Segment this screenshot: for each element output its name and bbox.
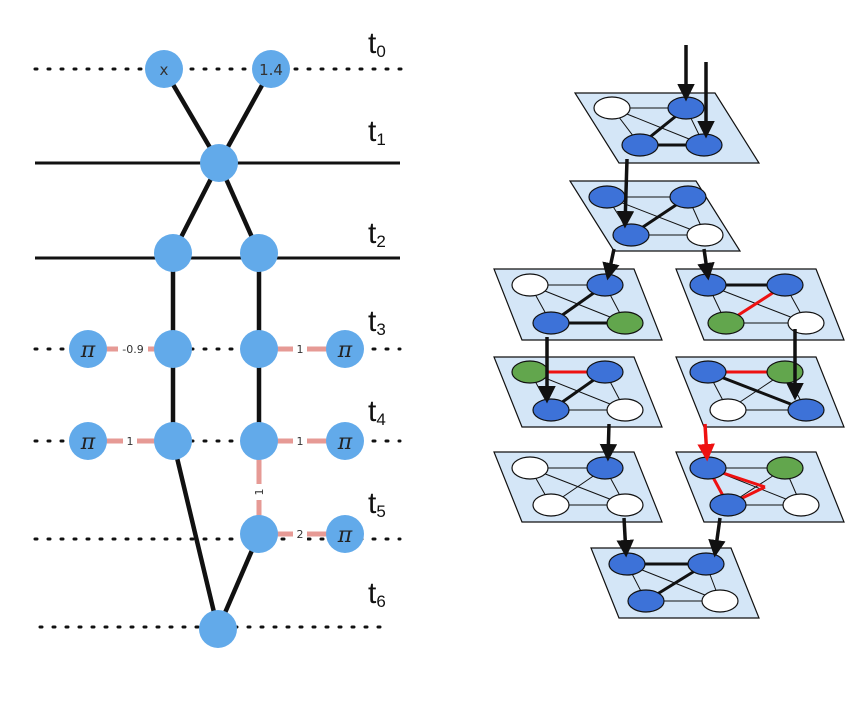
- plane-4-left-node-c: [532, 398, 570, 422]
- plane-5-left-node-a: [511, 456, 549, 480]
- plane-1-node-b: [667, 96, 705, 120]
- time-label-t3: t3: [368, 305, 386, 339]
- plane-5-right-node-b: [766, 456, 804, 480]
- plane-3-left-node-c: [532, 311, 570, 335]
- edge-label-t3-left: -0.9: [122, 343, 143, 356]
- computation-graph: -0.9 1 1 1 1 2: [33, 27, 412, 648]
- plane-3-left-node-b: [586, 273, 624, 297]
- arrow-p2-p3l: [602, 248, 620, 281]
- plane-4-right: [675, 356, 845, 428]
- plane-1-node-a: [593, 96, 631, 120]
- plane-5-right-node-a: [689, 456, 727, 480]
- node-labels: x 1.4 π π π π π: [80, 61, 353, 548]
- node-left-t2: [154, 234, 192, 272]
- arrow-p5l-p6: [616, 517, 634, 558]
- node-pi-t5-right: [326, 515, 364, 553]
- plane-1-node-d: [685, 133, 723, 157]
- pi-label-t3-left: π: [80, 338, 96, 363]
- node-pi-t3-right: [326, 330, 364, 368]
- plane-6: [590, 547, 760, 619]
- edge-label-t5-right: 2: [297, 528, 304, 541]
- node-pi-t3-left: [69, 330, 107, 368]
- node-output-t6: [199, 610, 237, 648]
- node-left-t4: [154, 422, 192, 460]
- pi-label-t4-left: π: [80, 430, 96, 455]
- plane-5-left: [493, 451, 663, 523]
- plane-3-left: [493, 268, 663, 341]
- edge-labels: -0.9 1 1 1 1 2: [118, 341, 307, 542]
- node-x: [145, 50, 183, 88]
- plane-5-left-node-b: [586, 456, 624, 480]
- plane-6-node-d: [701, 589, 739, 613]
- plane-3-left-node-a: [511, 273, 549, 297]
- plane-1: [573, 92, 761, 164]
- plane-3-right-node-c: [707, 311, 745, 335]
- plane-3-left-node-d: [606, 311, 644, 335]
- plane-4-right-node-d: [787, 398, 825, 422]
- node-right-t5: [240, 515, 278, 553]
- plane-3-right-node-b: [766, 273, 804, 297]
- graph-nodes: [69, 50, 364, 648]
- plane-1-node-c: [621, 133, 659, 157]
- plane-6-node-a: [608, 552, 646, 576]
- time-label-t2: t2: [368, 217, 386, 251]
- edge-label-t3-right: 1: [297, 343, 304, 356]
- time-label-t6: t6: [368, 577, 386, 611]
- time-label-t5: t5: [368, 487, 386, 521]
- plane-3-right-node-a: [689, 273, 727, 297]
- plane-4-right-node-b: [766, 360, 804, 384]
- node-right-t3: [240, 330, 278, 368]
- arrow-p1-p2: [616, 158, 635, 229]
- arrow-p4r-p5r: [697, 423, 715, 462]
- plane-4-left-node-b: [586, 360, 624, 384]
- plane-5-left-node-c: [532, 493, 570, 517]
- time-label-t0: t0: [368, 27, 386, 61]
- node-right-t4: [240, 422, 278, 460]
- edge-label-t4-left: 1: [127, 435, 134, 448]
- arrow-p2-p3r: [697, 248, 715, 281]
- plane-5-left-node-d: [606, 493, 644, 517]
- plane-6-node-c: [627, 589, 665, 613]
- plane-4-right-node-c: [709, 398, 747, 422]
- plane-4-right-node-a: [689, 360, 727, 384]
- plane-4-left: [493, 356, 663, 428]
- plane-2: [568, 180, 742, 252]
- plane-3-right-node-d: [787, 311, 825, 335]
- node-pi-t4-left: [69, 422, 107, 460]
- node-merge: [200, 144, 238, 182]
- time-labels: t0 t1 t2 t3 t4 t5 t6: [368, 27, 386, 611]
- plane-5-right-node-d: [782, 493, 820, 517]
- node-val: [252, 50, 290, 88]
- plane-5-right: [675, 451, 845, 523]
- plane-2-node-d: [686, 223, 724, 247]
- node-x-label: x: [160, 61, 169, 79]
- plane-2-node-c: [612, 223, 650, 247]
- graph-planes-stack: [493, 45, 845, 619]
- plane-5-right-node-c: [709, 493, 747, 517]
- node-right-t2: [240, 234, 278, 272]
- arrow-p5r-p6: [708, 517, 726, 558]
- pi-label-t3-right: π: [337, 338, 353, 363]
- time-label-t4: t4: [368, 395, 386, 429]
- edge-label-t45-vertical: 1: [253, 489, 266, 496]
- plane-2-node-a: [588, 185, 626, 209]
- node-val-label: 1.4: [259, 61, 283, 79]
- edge-left-t4-t6: [170, 440, 221, 630]
- node-left-t3: [154, 330, 192, 368]
- plane-6-node-b: [687, 552, 725, 576]
- plane-4-left-node-d: [606, 398, 644, 422]
- node-pi-t4-right: [326, 422, 364, 460]
- arrow-p4l-p5l: [599, 423, 618, 462]
- plane-arrows: [538, 45, 804, 558]
- edge-label-t4-right: 1: [297, 435, 304, 448]
- pi-label-t5-right: π: [337, 523, 353, 548]
- plane-4-left-node-a: [511, 360, 549, 384]
- time-label-t1: t1: [368, 115, 386, 149]
- plane-3-right: [675, 268, 845, 341]
- plane-2-node-b: [669, 185, 707, 209]
- pi-label-t4-right: π: [337, 430, 353, 455]
